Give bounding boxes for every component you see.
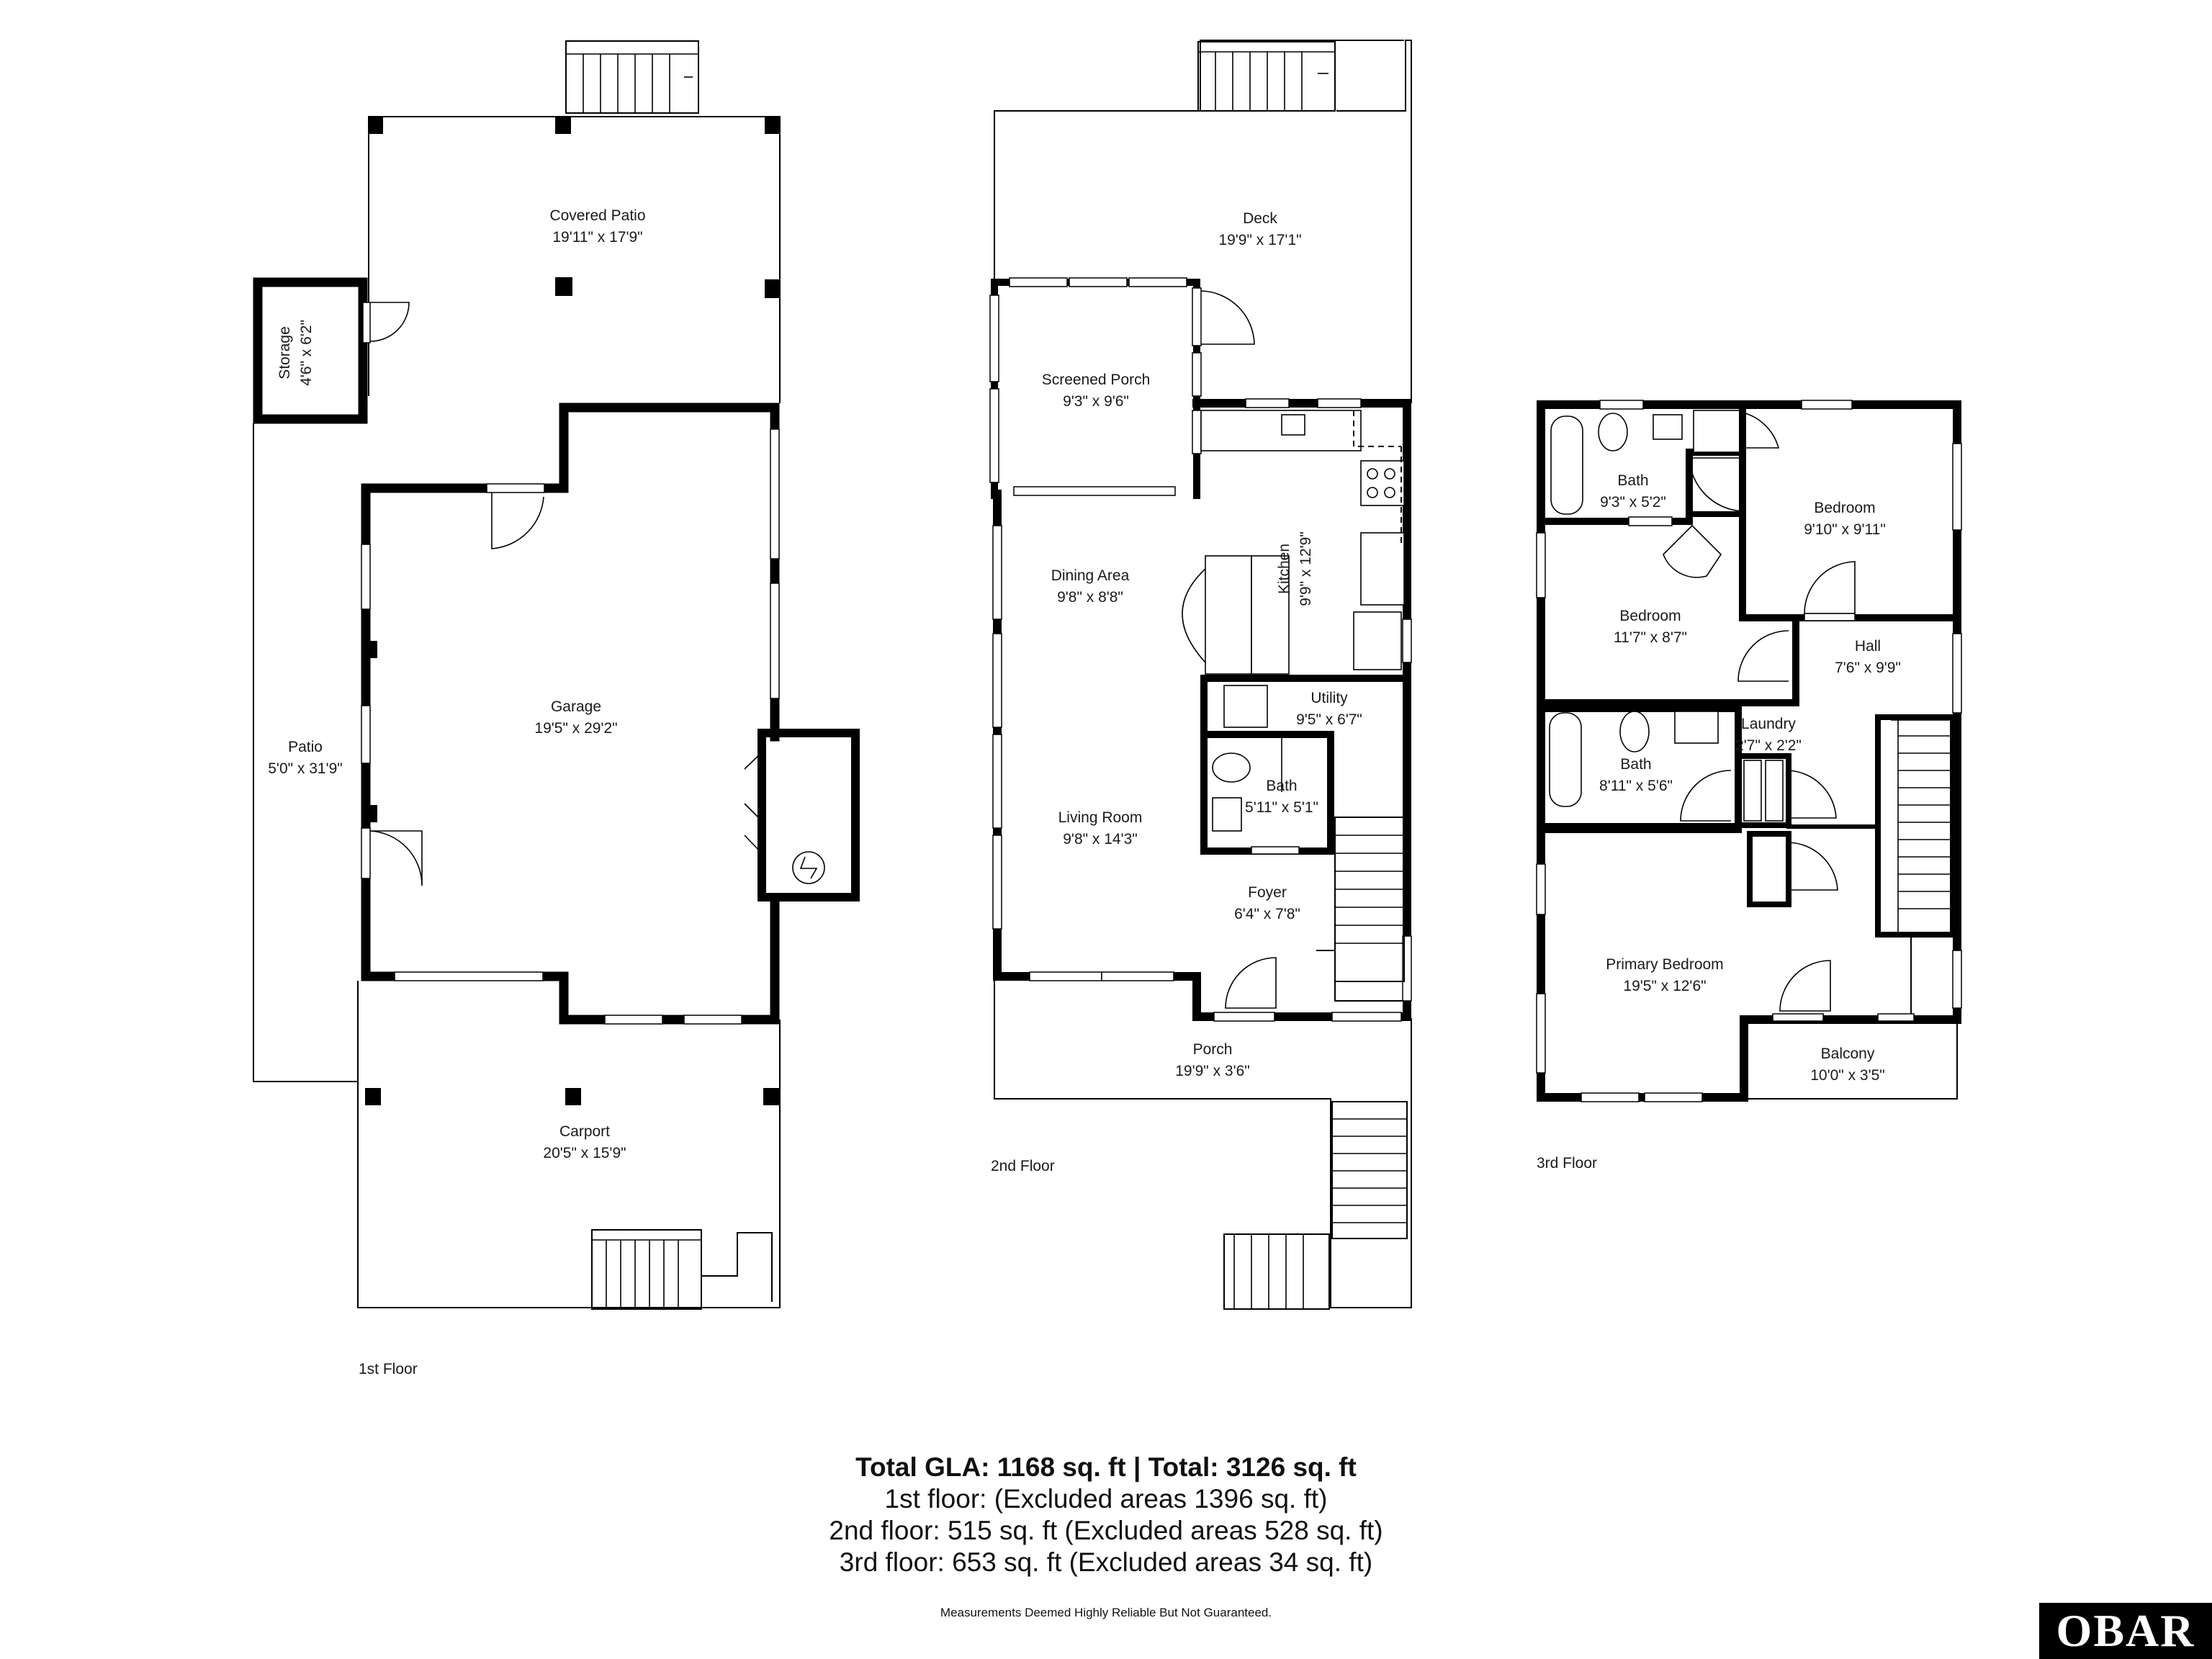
garage-name: Garage xyxy=(551,698,601,715)
storage-name: Storage xyxy=(276,326,293,379)
bath-upper-name: Bath xyxy=(1617,472,1648,489)
hall-name: Hall xyxy=(1855,638,1881,655)
balcony-dim: 10'0" x 3'5" xyxy=(1810,1067,1885,1084)
screened-porch-name: Screened Porch xyxy=(1042,372,1151,388)
disclaimer: Measurements Deemed Highly Reliable But … xyxy=(940,1606,1272,1619)
deck-dim: 19'9" x 17'1" xyxy=(1218,232,1301,248)
first-floor-bottom-stairs xyxy=(591,1229,773,1310)
third-floor-area: 3rd floor: 653 sq. ft (Excluded areas 34… xyxy=(839,1547,1373,1577)
bedroom-w-name: Bedroom xyxy=(1619,608,1681,624)
second-floor-plan: Deck 19'9" x 17'1" Screened Porch 9'3" x… xyxy=(989,40,1412,1310)
second-floor-interior-stairs xyxy=(1316,817,1405,1002)
hall-dim: 7'6" x 9'9" xyxy=(1835,660,1901,676)
third-floor-label: 3rd Floor xyxy=(1537,1155,1597,1172)
living-room-name: Living Room xyxy=(1058,809,1143,826)
storage-dim: 4'6" x 6'2" xyxy=(298,320,315,386)
bath-lower-dim: 8'11" x 5'6" xyxy=(1599,778,1673,794)
second-floor-area: 2nd floor: 515 sq. ft (Excluded areas 52… xyxy=(829,1516,1383,1545)
patio-name: Patio xyxy=(288,739,323,755)
patio-dim: 5'0" x 31'9" xyxy=(268,760,343,777)
total-area: Total GLA: 1168 sq. ft | Total: 3126 sq.… xyxy=(855,1452,1357,1482)
laundry-name: Laundry xyxy=(1741,716,1796,732)
deck-name: Deck xyxy=(1243,210,1277,227)
living-room-dim: 9'8" x 14'3" xyxy=(1063,831,1138,848)
first-floor-label: 1st Floor xyxy=(359,1361,418,1377)
bedroom-ne-name: Bedroom xyxy=(1814,500,1875,516)
laundry-dim: 2'7" x 2'2" xyxy=(1735,737,1802,754)
bath-lower-name: Bath xyxy=(1620,756,1651,773)
obar-logo: OBAR xyxy=(2039,1603,2212,1659)
carport-dim: 20'5" x 15'9" xyxy=(543,1145,626,1161)
covered-patio-name: Covered Patio xyxy=(549,207,645,224)
utility-dim: 9'5" x 6'7" xyxy=(1296,711,1362,728)
covered-patio-dim: 19'11" x 17'9" xyxy=(552,229,642,246)
second-floor-bottom-stairs xyxy=(1223,1101,1408,1310)
balcony-name: Balcony xyxy=(1821,1046,1875,1062)
second-floor-top-stairs xyxy=(1197,41,1336,112)
utility-name: Utility xyxy=(1310,690,1348,706)
area-summary: Total GLA: 1168 sq. ft | Total: 3126 sq.… xyxy=(0,1452,2212,1578)
bedroom-w-dim: 11'7" x 8'7" xyxy=(1614,629,1687,646)
foyer-name: Foyer xyxy=(1248,884,1287,901)
carport-name: Carport xyxy=(559,1123,610,1140)
kitchen-name: Kitchen xyxy=(1276,544,1292,594)
dining-area-name: Dining Area xyxy=(1051,567,1130,584)
bath-second-name: Bath xyxy=(1266,778,1297,794)
primary-bedroom-dim: 19'5" x 12'6" xyxy=(1623,978,1706,994)
dining-area-dim: 9'8" x 8'8" xyxy=(1057,589,1123,606)
kitchen-dim: 9'9" x 12'9" xyxy=(1298,531,1314,606)
third-floor-stairs xyxy=(1875,714,1956,938)
first-floor-top-stairs xyxy=(565,40,699,114)
third-floor-plan: Bath 9'3" x 5'2" Bedroom 9'10" x 9'11" B… xyxy=(1536,400,1962,1172)
porch-name: Porch xyxy=(1193,1041,1233,1058)
screened-porch-dim: 9'3" x 9'6" xyxy=(1063,393,1129,410)
first-floor-area: 1st floor: (Excluded areas 1396 sq. ft) xyxy=(884,1484,1328,1514)
bath-second-dim: 5'11" x 5'1" xyxy=(1245,799,1318,816)
porch-dim: 19'9" x 3'6" xyxy=(1175,1063,1250,1079)
first-floor-plan: Covered Patio 19'11" x 17'9" Storage 4'6… xyxy=(253,40,860,1377)
primary-bedroom-name: Primary Bedroom xyxy=(1606,956,1723,973)
garage-dim: 19'5" x 29'2" xyxy=(534,720,617,737)
foyer-dim: 6'4" x 7'8" xyxy=(1234,906,1300,922)
second-floor-label: 2nd Floor xyxy=(991,1158,1055,1174)
bedroom-ne-dim: 9'10" x 9'11" xyxy=(1804,521,1886,538)
bath-upper-dim: 9'3" x 5'2" xyxy=(1600,494,1666,511)
